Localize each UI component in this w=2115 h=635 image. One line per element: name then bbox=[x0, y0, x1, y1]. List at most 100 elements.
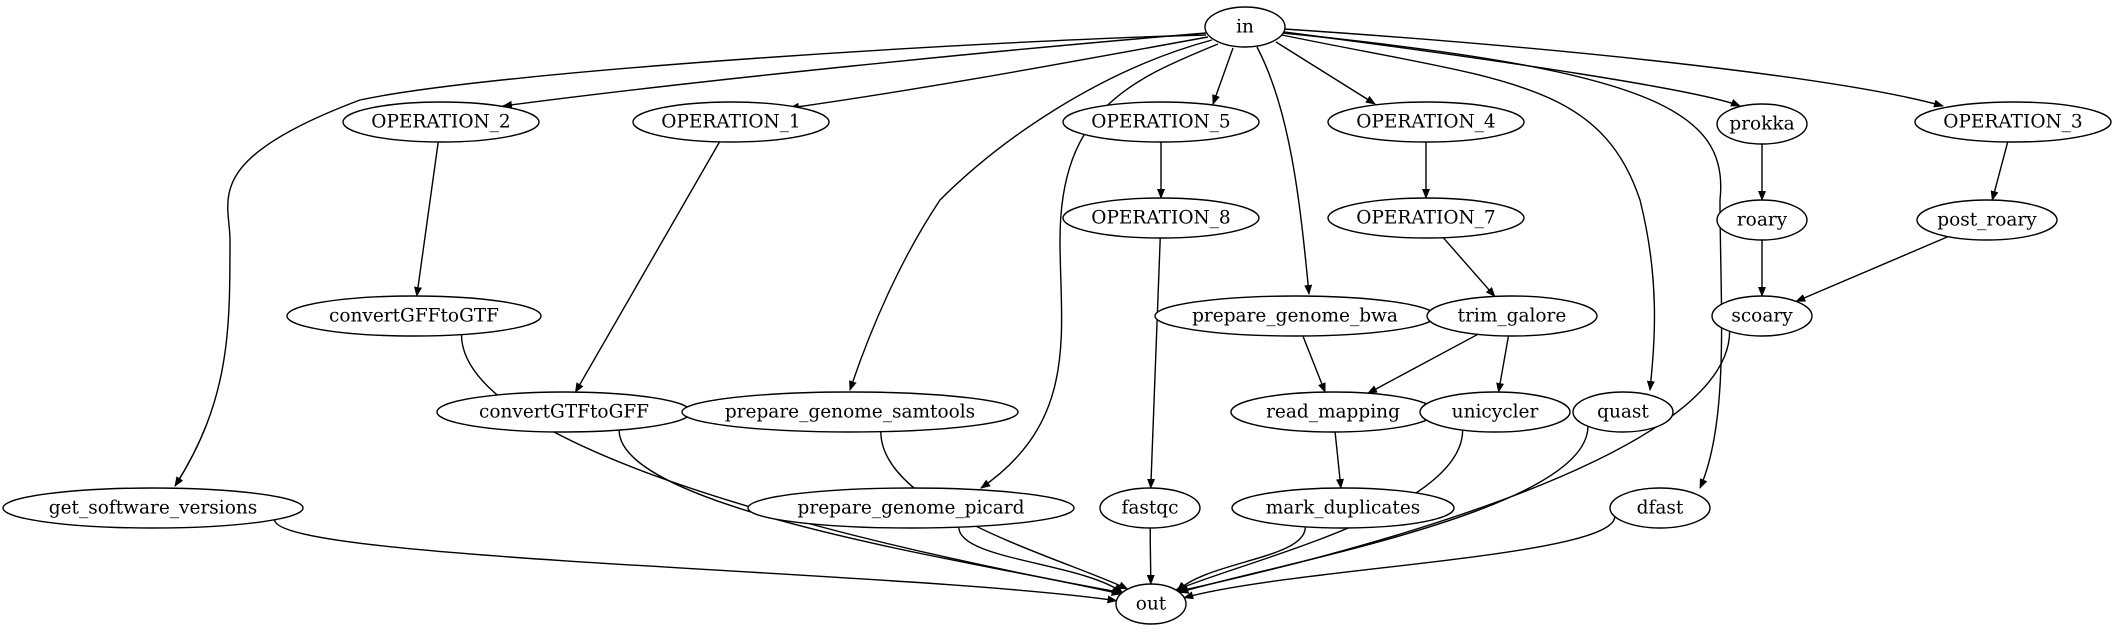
edge-trim_galore-to-read_mapping bbox=[1367, 333, 1479, 394]
node-label: trim_galore bbox=[1458, 306, 1567, 327]
node-operation-8: OPERATION_8 bbox=[1062, 197, 1260, 239]
node-label: OPERATION_8 bbox=[1091, 208, 1230, 229]
node-shape bbox=[1204, 6, 1286, 48]
node-shape bbox=[1916, 199, 2058, 241]
edge-line bbox=[618, 430, 1122, 596]
edge-line bbox=[1302, 335, 1326, 393]
node-label: convertGFFtoGTF bbox=[329, 306, 499, 327]
node-label: prepare_genome_samtools bbox=[725, 402, 975, 423]
node-shape bbox=[681, 391, 1019, 433]
node-shape bbox=[1099, 487, 1201, 529]
edge-line bbox=[1795, 235, 1949, 303]
node-label: out bbox=[1136, 594, 1167, 615]
edge-line bbox=[1334, 431, 1344, 489]
node-quast: quast bbox=[1572, 391, 1674, 433]
node-shape bbox=[1711, 295, 1813, 337]
node-shape bbox=[1327, 197, 1525, 239]
edge-line bbox=[1283, 28, 1944, 108]
node-label: scoary bbox=[1731, 306, 1793, 327]
node-trim-galore: trim_galore bbox=[1426, 295, 1598, 337]
node-scoary: scoary bbox=[1711, 295, 1813, 337]
node-shape bbox=[1115, 583, 1187, 625]
edge-line bbox=[1176, 526, 1307, 592]
node-operation-7: OPERATION_7 bbox=[1327, 197, 1525, 239]
node-prepare-genome-samtools: prepare_genome_samtools bbox=[681, 391, 1019, 433]
node-label: OPERATION_3 bbox=[1943, 112, 2082, 133]
node-label: prepare_genome_picard bbox=[798, 498, 1025, 519]
edge-OPERATION_7-to-trim_galore bbox=[1442, 237, 1496, 298]
node-get-software-versions: get_software_versions bbox=[2, 487, 304, 529]
node-shape bbox=[1914, 101, 2112, 143]
node-roary: roary bbox=[1716, 199, 1808, 241]
edge-in-to-prepare_genome_bwa bbox=[1256, 46, 1313, 295]
node-label: in bbox=[1236, 17, 1254, 38]
node-label: OPERATION_4 bbox=[1356, 112, 1495, 133]
edges-layer bbox=[174, 28, 2009, 604]
node-shape bbox=[1716, 199, 1808, 241]
edge-prepare_genome_bwa-to-read_mapping bbox=[1302, 335, 1326, 393]
node-unicycler: unicycler bbox=[1419, 391, 1571, 433]
node-shape bbox=[342, 101, 540, 143]
edge-unicycler-to-out bbox=[1175, 430, 1464, 591]
node-mark-duplicates: mark_duplicates bbox=[1231, 487, 1455, 529]
edge-dfast-to-out bbox=[1183, 516, 1616, 600]
edge-convertGTFtoGFF-to-out bbox=[618, 430, 1122, 596]
edge-line bbox=[460, 334, 1124, 596]
node-shape bbox=[1716, 103, 1808, 145]
node-shape bbox=[1062, 101, 1260, 143]
node-convertgfftogtf: convertGFFtoGTF bbox=[286, 295, 542, 337]
edge-prepare_genome_picard-to-out bbox=[958, 527, 1124, 594]
node-shape bbox=[632, 101, 830, 143]
edge-prepare_genome_samtools-to-out bbox=[880, 431, 1129, 590]
edge-mark_duplicates-to-out bbox=[1176, 526, 1307, 592]
node-label: fastqc bbox=[1121, 498, 1178, 519]
node-convertgtftogff: convertGTFtoGFF bbox=[436, 391, 692, 433]
node-label: dfast bbox=[1637, 498, 1684, 519]
node-label: unicycler bbox=[1452, 402, 1539, 423]
node-label: roary bbox=[1737, 210, 1788, 231]
node-operation-5: OPERATION_5 bbox=[1062, 101, 1260, 143]
node-prepare-genome-picard: prepare_genome_picard bbox=[747, 487, 1075, 529]
edge-in-to-prepare_genome_samtools bbox=[849, 39, 1213, 391]
edge-line bbox=[1496, 335, 1510, 394]
node-label: OPERATION_2 bbox=[371, 112, 510, 133]
edge-read_mapping-to-mark_duplicates bbox=[1334, 431, 1344, 489]
node-label: convertGTFtoGFF bbox=[479, 402, 649, 423]
node-prepare-genome-bwa: prepare_genome_bwa bbox=[1154, 295, 1436, 337]
node-operation-3: OPERATION_3 bbox=[1914, 101, 2112, 143]
edge-in-to-quast bbox=[1281, 34, 1656, 391]
node-label: OPERATION_7 bbox=[1356, 208, 1495, 229]
node-post-roary: post_roary bbox=[1916, 199, 2058, 241]
edge-line bbox=[980, 43, 1219, 489]
node-operation-2: OPERATION_2 bbox=[342, 101, 540, 143]
edge-line bbox=[1146, 527, 1155, 585]
edge-line bbox=[1275, 41, 1376, 105]
node-shape bbox=[1231, 487, 1455, 529]
edge-convertGFFtoGTF-to-out bbox=[460, 334, 1124, 596]
node-label: get_software_versions bbox=[49, 498, 258, 519]
edge-line bbox=[1282, 32, 1723, 489]
edge-line bbox=[1212, 47, 1234, 105]
edge-in-to-prokka bbox=[1283, 31, 1741, 107]
node-operation-1: OPERATION_1 bbox=[632, 101, 830, 143]
edge-line bbox=[1147, 237, 1161, 490]
node-dfast: dfast bbox=[1609, 487, 1711, 529]
node-label: OPERATION_5 bbox=[1091, 112, 1230, 133]
edge-OPERATION_2-to-convertGFFtoGTF bbox=[414, 141, 439, 297]
edge-line bbox=[273, 519, 1118, 604]
edge-line bbox=[414, 141, 439, 297]
edge-get_software_versions-to-out bbox=[273, 519, 1118, 604]
node-in: in bbox=[1204, 6, 1286, 48]
node-shape bbox=[286, 295, 542, 337]
edge-line bbox=[1281, 34, 1656, 391]
edge-trim_galore-to-unicycler bbox=[1496, 335, 1510, 394]
node-shape bbox=[1062, 197, 1260, 239]
node-shape bbox=[2, 487, 304, 529]
edge-line bbox=[502, 32, 1207, 109]
node-read-mapping: read_mapping bbox=[1230, 391, 1436, 433]
node-fastqc: fastqc bbox=[1099, 487, 1201, 529]
node-shape bbox=[747, 487, 1075, 529]
node-label: prepare_genome_bwa bbox=[1192, 306, 1398, 327]
